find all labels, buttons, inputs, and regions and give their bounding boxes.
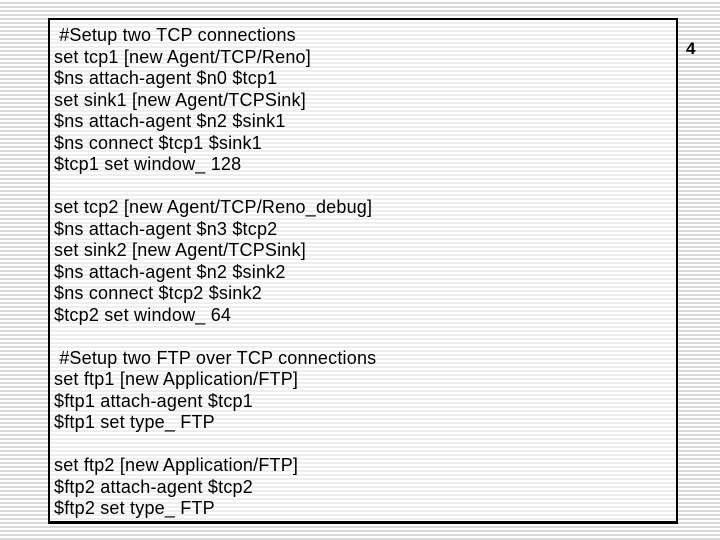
code-line: $ftp2 set type_ FTP [54,498,215,518]
code-line: $tcp1 set window_ 128 [54,154,242,174]
code-line: $ftp1 set type_ FTP [54,412,215,432]
code-block-ftp2-setup: set ftp2 [new Application/FTP] $ftp2 att… [54,455,670,520]
code-line: $ns attach-agent $n2 $sink1 [54,111,286,131]
code-line: $ftp2 attach-agent $tcp2 [54,476,253,497]
code-line: $ns connect $tcp2 $sink2 [54,283,262,303]
code-line: #Setup two FTP over TCP connections [54,347,377,368]
code-line: set ftp1 [new Application/FTP] [54,369,299,389]
code-line: $ns attach-agent $n0 $tcp1 [54,68,278,88]
code-line: $ftp1 attach-agent $tcp1 [54,390,253,411]
code-line: $ns connect $tcp1 $sink1 [54,132,262,153]
code-line: $tcp2 set window_ 64 [54,304,232,325]
code-block-ftp1-setup: #Setup two FTP over TCP connections set … [54,348,670,434]
code-line: set sink2 [new Agent/TCPSink] [54,240,306,260]
code-line: set tcp2 [new Agent/TCP/Reno_debug] [54,197,373,217]
code-line: set sink1 [new Agent/TCPSink] [54,89,306,110]
code-line: set ftp2 [new Application/FTP] [54,455,299,475]
code-line: set tcp1 [new Agent/TCP/Reno] [54,46,311,67]
code-line: $ns attach-agent $n3 $tcp2 [54,218,278,239]
slide-number: 4 [686,39,696,58]
code-block-tcp2-setup: set tcp2 [new Agent/TCP/Reno_debug] $ns … [54,197,670,326]
code-block-tcp-setup: #Setup two TCP connections set tcp1 [new… [54,25,670,176]
code-line: $ns attach-agent $n2 $sink2 [54,261,286,282]
code-box: #Setup two TCP connections set tcp1 [new… [48,18,678,524]
code-line: #Setup two TCP connections [54,25,296,45]
